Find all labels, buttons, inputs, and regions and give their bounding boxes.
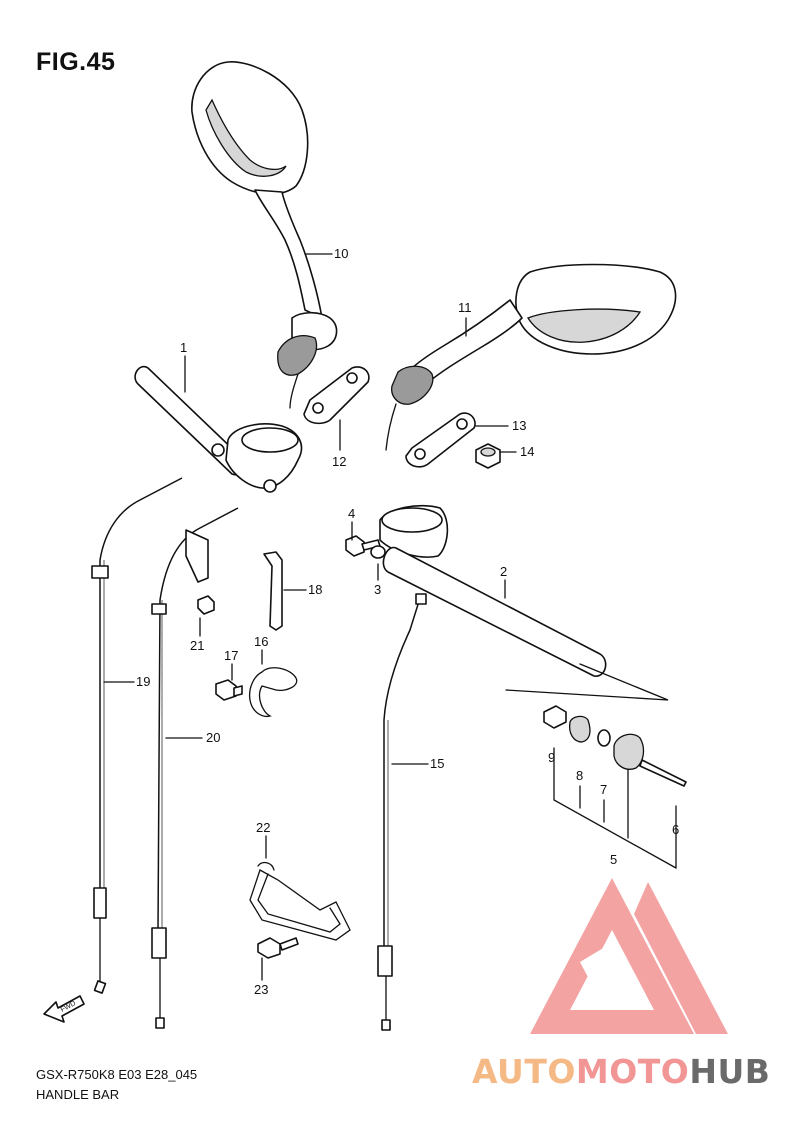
part-number-labels: 1 2 3 4 5 6 7 8 9 10 11 12 13 14 15 16 1… (136, 246, 679, 997)
assembly-name-caption: HANDLE BAR (36, 1087, 120, 1102)
throttle-cable-1 (91, 477, 183, 994)
choke-cable (377, 593, 427, 1031)
automotohub-watermark: AUTOMOTOHUB (472, 878, 770, 1091)
watermark-text-hub: HUB (689, 1052, 770, 1091)
label-part-16: 16 (254, 634, 268, 649)
label-part-12: 12 (332, 454, 346, 469)
label-part-21: 21 (190, 638, 204, 653)
label-part-8: 8 (576, 768, 583, 783)
label-part-3: 3 (374, 582, 381, 597)
label-part-6: 6 (672, 822, 679, 837)
right-mirror (385, 263, 677, 451)
label-part-1: 1 (180, 340, 187, 355)
watermark-text-auto: AUTO (472, 1052, 576, 1091)
label-part-15: 15 (430, 756, 444, 771)
label-part-17: 17 (224, 648, 238, 663)
label-part-22: 22 (256, 820, 270, 835)
model-code-caption: GSX-R750K8 E03 E28_045 (36, 1067, 198, 1082)
cable-guide-bracket (249, 861, 351, 941)
figure-title: FIG.45 (36, 48, 116, 76)
bar-end-set (543, 705, 687, 869)
cable-clamp-long (263, 551, 283, 631)
left-handlebar (134, 365, 303, 493)
label-part-2: 2 (500, 564, 507, 579)
label-part-11: 11 (458, 300, 472, 315)
label-part-18: 18 (308, 582, 322, 597)
label-part-19: 19 (136, 674, 150, 689)
watermark-text-moto: MOTO (576, 1052, 689, 1091)
screw-23 (257, 937, 299, 959)
screw-17 (215, 679, 243, 701)
svg-text:AUTOMOTOHUB: AUTOMOTOHUB (472, 1052, 770, 1091)
label-part-4: 4 (348, 506, 355, 521)
label-part-10: 10 (334, 246, 348, 261)
label-part-13: 13 (512, 418, 526, 433)
throttle-cable-2 (151, 507, 239, 1029)
mirror-nut (475, 443, 501, 469)
label-part-7: 7 (600, 782, 607, 797)
forward-direction-arrow: FWD (43, 995, 85, 1023)
label-part-20: 20 (206, 730, 220, 745)
clamp-washer (370, 545, 386, 559)
clamp-bolt (345, 535, 381, 557)
screw-21 (197, 595, 215, 615)
label-part-5: 5 (610, 852, 617, 867)
wire-clamp (248, 667, 298, 718)
leader-lines (103, 253, 517, 981)
right-handlebar (379, 504, 669, 701)
mirror-bracket-right (405, 412, 476, 468)
left-mirror (191, 61, 338, 409)
label-part-14: 14 (520, 444, 534, 459)
mirror-bracket-left (303, 366, 370, 425)
label-part-9: 9 (548, 750, 555, 765)
label-part-23: 23 (254, 982, 268, 997)
watermark-logo-icon (530, 878, 694, 1034)
